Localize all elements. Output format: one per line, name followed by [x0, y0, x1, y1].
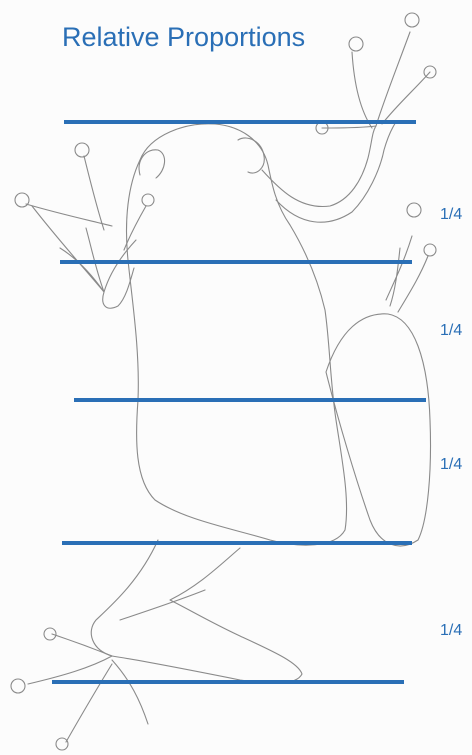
frog-right-thigh — [326, 314, 431, 546]
frog-left-arm — [103, 240, 136, 308]
frog-left-leg — [91, 540, 302, 683]
fraction-label-2: 1/4 — [440, 322, 462, 340]
frog-left-foot — [28, 634, 148, 742]
page-title: Relative Proportions — [62, 22, 305, 53]
frog-body-outline — [127, 124, 347, 545]
frog-right-arm — [262, 126, 376, 207]
fraction-label-1: 1/4 — [440, 206, 462, 224]
frog-right-foot — [386, 236, 428, 312]
fraction-label-4: 1/4 — [440, 622, 462, 640]
fraction-label-3: 1/4 — [440, 456, 462, 474]
frog-right-eye — [238, 138, 264, 173]
frog-right-hand — [322, 32, 430, 128]
